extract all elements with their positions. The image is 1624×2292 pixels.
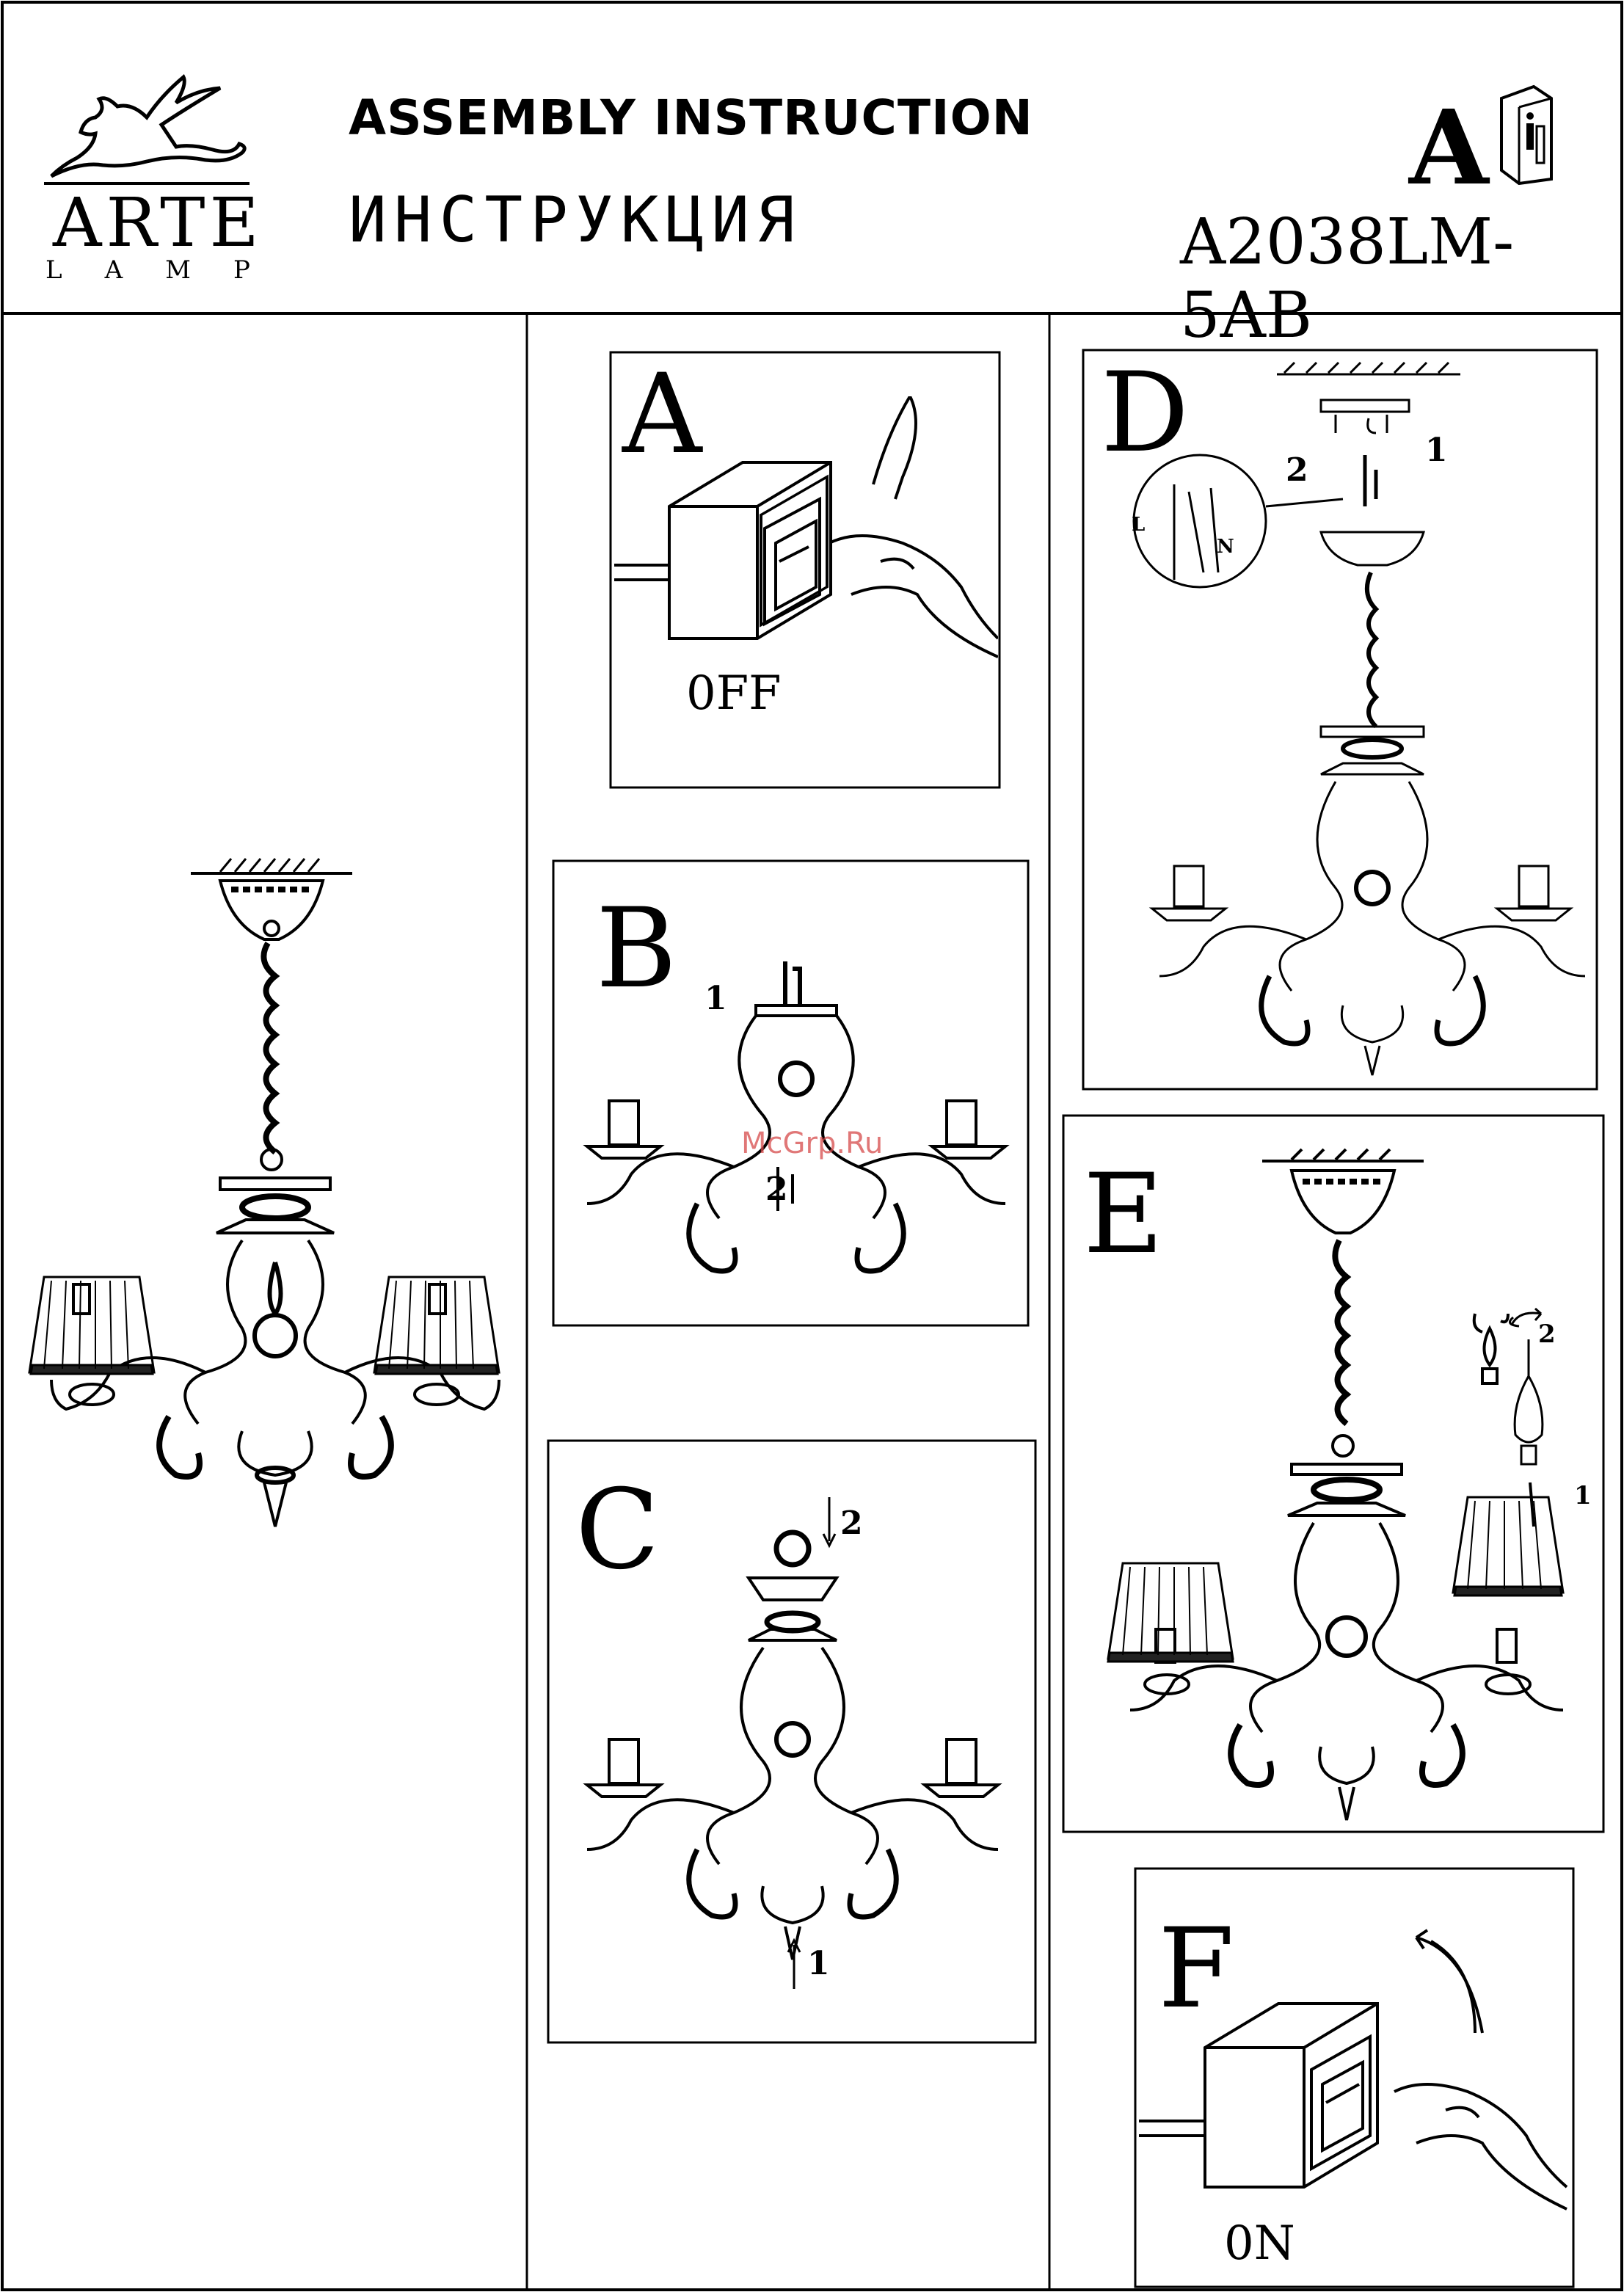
step-d-marker-2: 2 [1286, 451, 1308, 489]
model-number: A2038LM-5AB [1180, 205, 1624, 352]
winged-lion-logo-icon [37, 73, 257, 198]
ceiling-mount-icon [1123, 360, 1592, 1086]
step-e-marker-1: 1 [1574, 1481, 1592, 1510]
brand-name: ARTE [53, 183, 263, 262]
curved-arrow-icon [1387, 1923, 1570, 2275]
step-c-marker-2: 2 [840, 1505, 863, 1542]
step-b-marker-1: 1 [704, 980, 727, 1017]
switch-off-label: 0FF [686, 666, 782, 721]
title-ru: ИНСТРУКЦИЯ [349, 183, 802, 257]
chandelier-assembly-icon [1101, 1145, 1600, 1827]
step-b-marker-2: 2 [765, 1171, 788, 1208]
switch-on-label: 0N [1224, 2216, 1295, 2271]
manual-book-icon [1497, 82, 1556, 185]
watermark: McGrp.Ru [741, 1127, 883, 1160]
hand-icon [829, 396, 998, 661]
chandelier-body-icon [572, 1519, 1013, 1996]
sheet-letter: A [1409, 88, 1489, 208]
arrow-up-icon [787, 1938, 801, 1989]
arrow-down-icon [822, 1497, 837, 1549]
title-en: ASSEMBLY INSTRUCTION [349, 90, 1033, 146]
chandelier-icon [22, 844, 506, 1549]
wire-n-label: N [1217, 536, 1234, 558]
wire-l-label: L [1132, 514, 1145, 536]
step-d-marker-1: 1 [1425, 432, 1448, 469]
step-c-marker-1: 1 [807, 1945, 830, 1982]
brand-sub: LAMP [45, 255, 293, 285]
step-e-marker-2: 2 [1538, 1320, 1556, 1349]
